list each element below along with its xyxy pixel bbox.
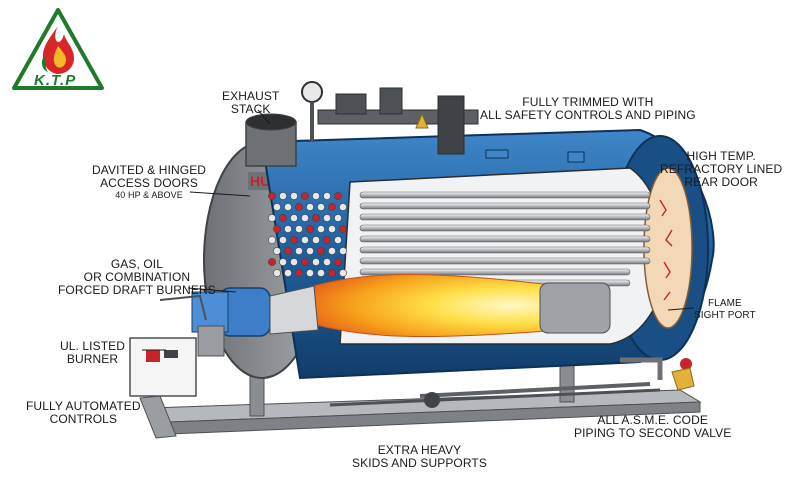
tube-hole [295, 269, 303, 277]
tube-hole [339, 203, 347, 211]
tube-hole [323, 214, 331, 222]
fire-tube [359, 191, 651, 199]
tube-hole [279, 192, 287, 200]
tube-hole [334, 192, 342, 200]
logo-triangle [12, 8, 104, 90]
fire-tube [359, 213, 651, 221]
tube-hole [268, 214, 276, 222]
logo-text: K.T.P [34, 72, 77, 89]
tube-hole [334, 214, 342, 222]
tube-hole [290, 236, 298, 244]
tube-hole [328, 247, 336, 255]
tube-hole [284, 269, 292, 277]
tube-sheet [268, 192, 347, 277]
tube-hole [268, 258, 276, 266]
tube-hole [279, 236, 287, 244]
piping [419, 357, 695, 408]
tube-hole [317, 225, 325, 233]
furnace [299, 273, 611, 338]
control-panel [129, 337, 197, 397]
tube-hole [279, 214, 287, 222]
leader-lines [142, 109, 695, 351]
tube-hole [295, 225, 303, 233]
tube-hole [306, 269, 314, 277]
tube-hole [317, 203, 325, 211]
tube-hole [279, 258, 287, 266]
tube-hole [268, 192, 276, 200]
tube-hole [317, 269, 325, 277]
tube-hole [312, 214, 320, 222]
pressure-gauge-icon [301, 81, 323, 103]
tube-hole [323, 192, 331, 200]
tube-hole [312, 258, 320, 266]
red-valve-icon [680, 358, 692, 370]
tube-hole [301, 236, 309, 244]
exhaust-stack [245, 113, 297, 167]
tube-hole [268, 236, 276, 244]
tube-hole [328, 225, 336, 233]
tube-hole [328, 269, 336, 277]
tube-hole [301, 258, 309, 266]
safety-controls [301, 81, 585, 163]
safety-valve-icon [415, 112, 429, 129]
ktp-logo [12, 8, 104, 90]
tube-hole [295, 247, 303, 255]
tube-hole [284, 203, 292, 211]
tube-hole [290, 258, 298, 266]
fire-tube [359, 246, 651, 254]
tube-hole [312, 236, 320, 244]
tube-hole [273, 203, 281, 211]
burner-assembly [129, 285, 319, 397]
tube-hole [290, 214, 298, 222]
tube-hole [306, 247, 314, 255]
tube-hole [328, 203, 336, 211]
fire-tube [359, 224, 651, 232]
tube-hole [339, 247, 347, 255]
tube-hole [323, 236, 331, 244]
tube-hole [334, 236, 342, 244]
tube-hole [273, 269, 281, 277]
tube-hole [317, 247, 325, 255]
fire-tubes [359, 191, 651, 287]
tube-hole [323, 258, 331, 266]
fire-tube [359, 202, 651, 210]
fire-tube [359, 268, 631, 276]
tube-hole [273, 225, 281, 233]
tube-hole [301, 192, 309, 200]
tube-hole [295, 203, 303, 211]
tube-hole [339, 269, 347, 277]
tube-hole [306, 203, 314, 211]
valve-icon [424, 392, 440, 408]
tube-hole [284, 225, 292, 233]
tube-hole [339, 225, 347, 233]
tube-hole [301, 214, 309, 222]
fire-tube [359, 235, 651, 243]
tube-hole [334, 258, 342, 266]
tube-hole [312, 192, 320, 200]
tube-hole [290, 192, 298, 200]
tube-hole [306, 225, 314, 233]
tube-hole [273, 247, 281, 255]
tube-hole [284, 247, 292, 255]
fire-tube [359, 257, 651, 265]
